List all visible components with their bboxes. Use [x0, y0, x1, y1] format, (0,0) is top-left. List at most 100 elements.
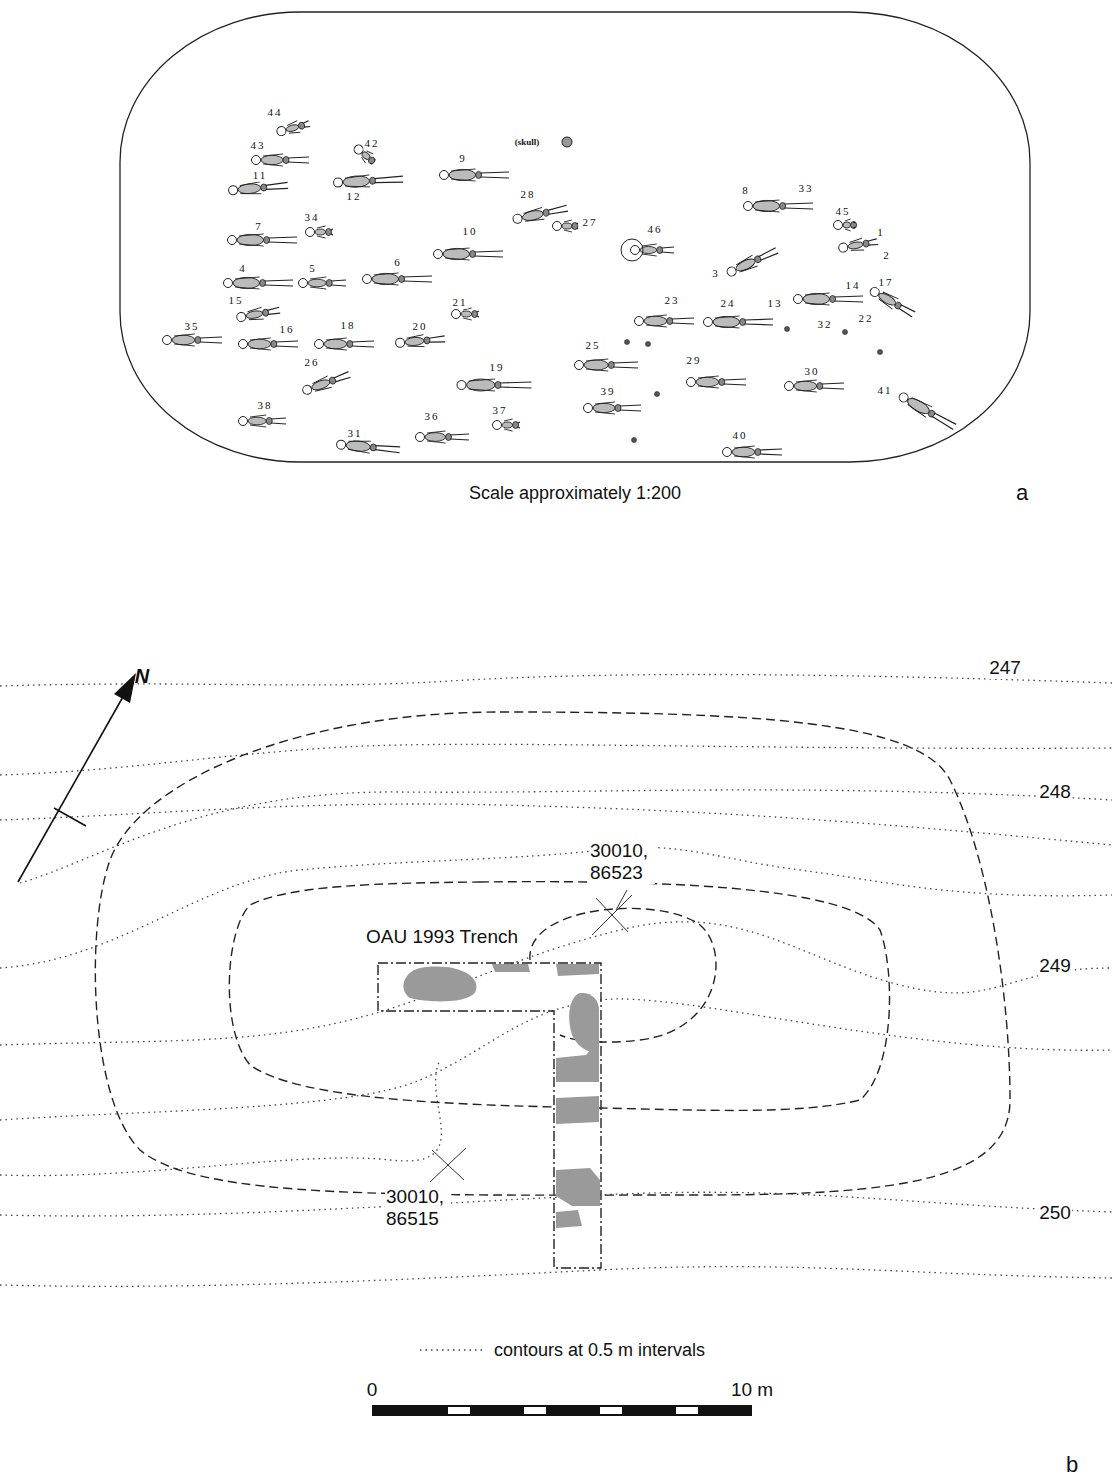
skull: [631, 246, 640, 255]
callout-number: 31: [347, 427, 364, 440]
callout-number: 5: [308, 262, 318, 275]
arms: [698, 376, 719, 388]
callout-number: 18: [340, 319, 357, 332]
skull: [299, 279, 308, 288]
contour-value: 248: [1038, 781, 1072, 803]
legs: [577, 223, 578, 229]
ribcage: [248, 339, 271, 349]
bone-fragment: [785, 327, 790, 332]
skull: [163, 336, 172, 345]
callout-number: 11: [252, 169, 269, 182]
callout-number: 43: [250, 139, 267, 152]
skull: [336, 440, 346, 450]
skeleton-figure: [553, 220, 579, 232]
skeleton-figure: [834, 219, 857, 231]
legs: [303, 121, 310, 128]
north-label: N: [134, 665, 150, 688]
callout-number: 33: [798, 182, 815, 195]
skeleton-figure: [239, 415, 287, 427]
ribcage: [308, 279, 326, 287]
arms: [263, 154, 283, 166]
callout-number: 34: [304, 211, 321, 224]
skull: [584, 404, 593, 413]
legs: [724, 379, 746, 385]
skull: [838, 242, 848, 252]
skull: [333, 178, 342, 187]
arms: [345, 175, 370, 188]
callout-number: 15: [228, 294, 245, 307]
skull: [363, 275, 372, 284]
skull: [553, 222, 562, 231]
skull: [687, 378, 696, 387]
bone-fragment: [632, 438, 637, 443]
arms: [240, 182, 262, 196]
skeleton-figure: [794, 293, 864, 305]
skeleton-figure: [744, 200, 814, 212]
skeleton-figure: [336, 438, 400, 455]
grid-reference: 30010, 86523: [589, 840, 655, 884]
legs: [333, 372, 350, 383]
skeleton-figure: [395, 333, 445, 349]
legs: [375, 445, 400, 453]
legs: [613, 362, 638, 368]
skull: [224, 279, 233, 288]
ribcage: [794, 381, 817, 391]
skeleton-figure: [704, 316, 774, 328]
callout-number: 30: [804, 365, 821, 378]
panel-letter: b: [1065, 1452, 1079, 1477]
arms: [427, 431, 446, 443]
ribcage: [172, 335, 195, 345]
pelvis: [851, 222, 857, 229]
skull: [704, 318, 713, 327]
legend-text: contours at 0.5 m intervals: [494, 1340, 705, 1361]
legs: [265, 280, 293, 286]
legs: [371, 159, 375, 164]
arms: [407, 335, 425, 348]
skull: [785, 382, 794, 391]
skeleton-figure: [687, 376, 747, 388]
skeleton-figure: [301, 369, 352, 397]
legs: [477, 311, 479, 317]
callout-number: 28: [520, 188, 537, 201]
legend-spacer: [420, 1336, 482, 1364]
callout-number: 2: [882, 249, 892, 262]
legs: [288, 157, 309, 163]
skull: [575, 361, 584, 370]
skull: [239, 417, 248, 426]
legs: [267, 307, 280, 315]
callout-number: 13: [767, 297, 784, 310]
skeleton-figure: [897, 390, 958, 432]
scale-bar: [372, 1405, 752, 1416]
legs: [518, 422, 520, 428]
arms: [374, 273, 399, 285]
isolated-skull: [562, 137, 572, 147]
callout-number: 14: [845, 279, 862, 292]
callout-number: 22: [858, 312, 875, 325]
arms: [360, 149, 373, 163]
skeleton-figure: [224, 277, 294, 289]
skeleton-figure: [252, 154, 310, 166]
bone-fragment: [646, 342, 651, 347]
skeleton-figure: [584, 402, 642, 414]
ribcage: [584, 360, 608, 370]
callout-number: 23: [664, 294, 681, 307]
skull: [228, 185, 238, 195]
ribcage: [644, 316, 667, 326]
skeleton-figure: [163, 334, 223, 346]
callout-number: 46: [647, 223, 664, 236]
callout-number: 25: [585, 339, 602, 352]
arms: [755, 200, 780, 212]
skull: [239, 340, 248, 349]
contour-value: 250: [1038, 1202, 1072, 1224]
skeleton-figure: [723, 446, 783, 458]
panel-letter: a: [1015, 480, 1029, 505]
legs: [500, 382, 532, 388]
north-arrow: [18, 673, 136, 882]
ribcage: [713, 316, 740, 327]
legs: [898, 304, 915, 317]
skeleton-figure: [228, 179, 288, 196]
scale-value: 10 m: [730, 1379, 774, 1401]
arms: [250, 338, 271, 350]
callout-number: 37: [492, 404, 509, 417]
ribcage: [261, 155, 283, 164]
